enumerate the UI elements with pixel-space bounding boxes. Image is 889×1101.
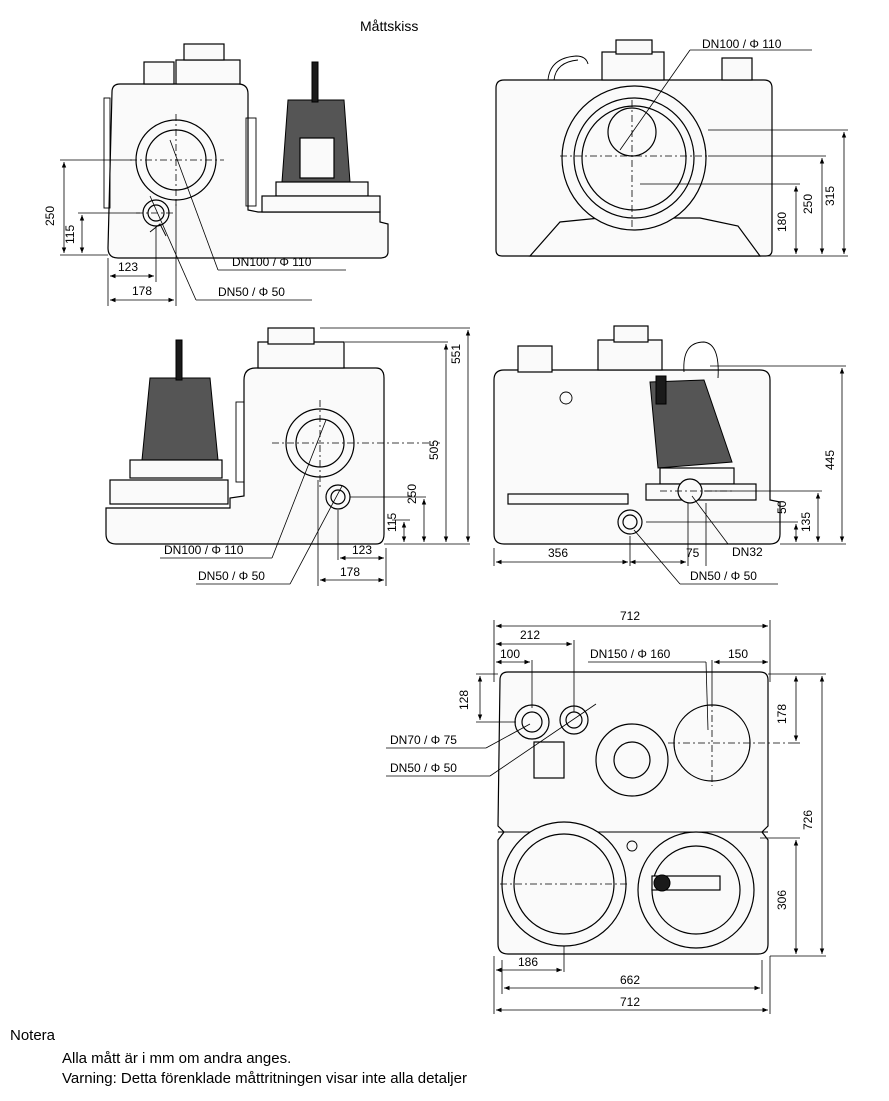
dim-middle-left-123: 123: [352, 543, 372, 557]
view-top-left: 250 115 123 178 DN100 / Φ 110 DN50 / Φ 5…: [43, 43, 389, 306]
drawing-title: Måttskiss: [360, 18, 418, 34]
dim-plan-712-bottom: 712: [620, 995, 640, 1009]
dim-plan-178: 178: [775, 704, 789, 724]
view-middle-left: 551 505 250 115 123 178 DN100 / Φ 110 DN…: [105, 327, 471, 586]
note-line-1: Alla mått är i mm om andra anges.: [62, 1050, 292, 1067]
callout-dn100-middle-left: DN100 / Φ 110: [164, 543, 244, 557]
dim-middle-left-551: 551: [449, 344, 463, 364]
dim-middle-right-50: 50: [775, 500, 789, 514]
dim-plan-100: 100: [500, 647, 520, 661]
dim-plan-726: 726: [801, 810, 815, 830]
dim-middle-right-445: 445: [823, 450, 837, 470]
dim-top-right-180: 180: [775, 212, 789, 232]
dim-middle-left-115: 115: [385, 513, 399, 532]
callout-dn50-plan: DN50 / Φ 50: [390, 761, 457, 775]
dim-top-left-115: 115: [63, 225, 77, 244]
callout-dn50-middle-left: DN50 / Φ 50: [198, 569, 265, 583]
callout-dn100-top-left: DN100 / Φ 110: [232, 255, 312, 269]
dim-top-left-250: 250: [43, 206, 57, 226]
dim-plan-150: 150: [728, 647, 748, 661]
callout-dn100-top-right: DN100 / Φ 110: [702, 37, 782, 51]
dim-top-left-123: 123: [118, 260, 138, 274]
callout-dn32: DN32: [732, 545, 763, 559]
dim-middle-left-178: 178: [340, 565, 360, 579]
view-middle-right: 445 50 135 356 75 DN32 DN50 / Φ 50: [493, 325, 846, 585]
dim-plan-212: 212: [520, 628, 540, 642]
dim-middle-right-135: 135: [799, 512, 813, 532]
dim-top-left-178: 178: [132, 284, 152, 298]
dim-plan-306: 306: [775, 890, 789, 910]
dim-top-right-315: 315: [823, 186, 837, 206]
dim-plan-186: 186: [518, 955, 538, 969]
dim-top-right-250: 250: [801, 194, 815, 214]
dim-plan-128: 128: [457, 690, 471, 710]
callout-dn50-middle-right: DN50 / Φ 50: [690, 569, 757, 583]
view-plan: 712 212 100 150 128 178 726 306 186 662: [386, 609, 826, 1014]
dim-middle-left-505: 505: [427, 440, 441, 460]
dim-middle-right-75: 75: [686, 546, 700, 560]
dim-plan-712-top: 712: [620, 609, 640, 623]
callout-dn150: DN150 / Φ 160: [590, 647, 671, 661]
callout-dn70: DN70 / Φ 75: [390, 733, 457, 747]
dim-middle-right-356: 356: [548, 546, 568, 560]
note-line-2: Varning: Detta förenklade måttritningen …: [62, 1070, 467, 1087]
dim-middle-left-250: 250: [405, 484, 419, 504]
dim-plan-662: 662: [620, 973, 640, 987]
callout-dn50-top-left: DN50 / Φ 50: [218, 285, 285, 299]
view-top-right: 180 250 315 DN100 / Φ 110: [495, 37, 848, 257]
notes-heading: Notera: [10, 1027, 56, 1044]
